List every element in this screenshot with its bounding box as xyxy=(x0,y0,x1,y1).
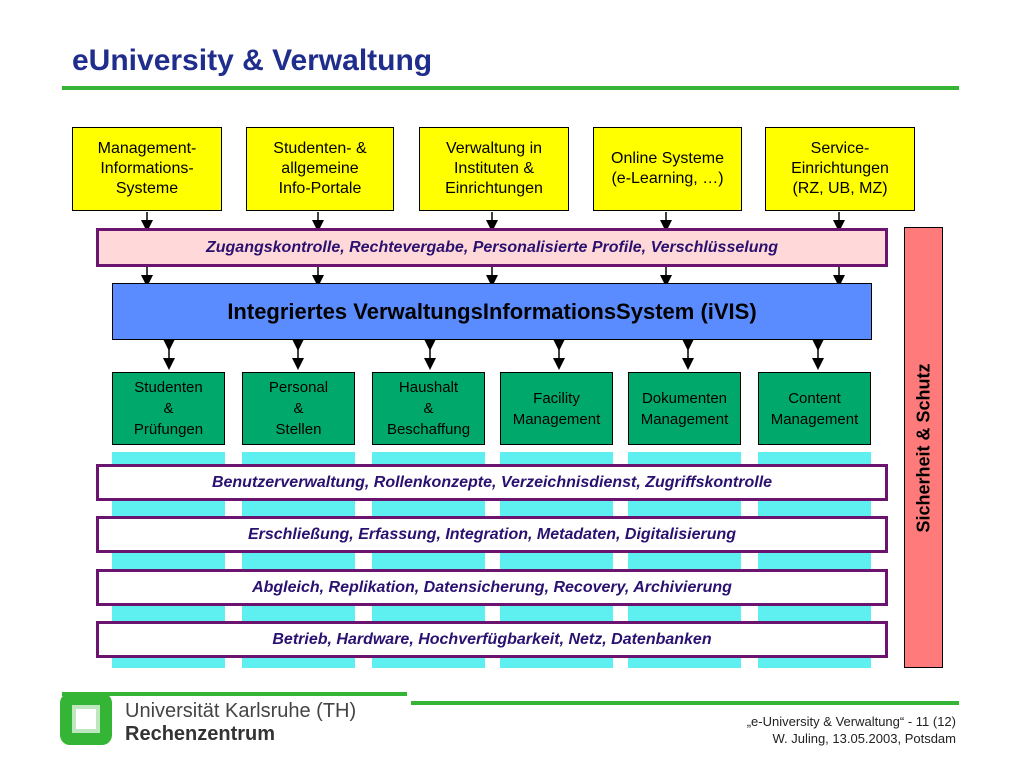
footer-divider-left xyxy=(62,692,407,696)
top-system-label: Verwaltung in Instituten & Einrichtungen xyxy=(445,140,543,197)
top-system-management-info: Management- Informations- Systeme xyxy=(72,127,222,211)
service-layer-operations: Betrieb, Hardware, Hochverfügbarkeit, Ne… xyxy=(96,621,888,658)
module-facility: Facility Management xyxy=(500,372,613,445)
top-system-online: Online Systeme (e-Learning, …) xyxy=(593,127,742,211)
module-label: Haushalt & Beschaffung xyxy=(386,379,471,438)
slide-info: „e-University & Verwaltung“ - 11 (12) xyxy=(746,714,956,729)
service-layer-label: Betrieb, Hardware, Hochverfügbarkeit, Ne… xyxy=(272,630,712,648)
service-layer-label: Erschließung, Erfassung, Integration, Me… xyxy=(247,525,737,543)
module-label: Dokumenten Management xyxy=(640,389,729,428)
department-name: Rechenzentrum xyxy=(125,723,276,745)
top-system-institute-admin: Verwaltung in Instituten & Einrichtungen xyxy=(419,127,569,211)
module-label: Content Management xyxy=(770,389,859,428)
top-system-label: Online Systeme (e-Learning, …) xyxy=(611,150,724,187)
top-system-label: Service- Einrichtungen (RZ, UB, MZ) xyxy=(791,140,889,197)
top-system-label: Studenten- & allgemeine Info-Portale xyxy=(273,140,367,197)
access-control-label: Zugangskontrolle, Rechtevergabe, Persona… xyxy=(205,238,779,256)
university-logo-inner xyxy=(72,705,100,733)
module-content: Content Management xyxy=(758,372,871,445)
slide-title: eUniversity & Verwaltung xyxy=(72,44,433,77)
access-control-layer: Zugangskontrolle, Rechtevergabe, Persona… xyxy=(96,228,888,267)
module-label: Facility Management xyxy=(512,389,601,428)
author-info: W. Juling, 13.05.2003, Potsdam xyxy=(772,731,956,746)
top-system-service: Service- Einrichtungen (RZ, UB, MZ) xyxy=(765,127,915,211)
ivis-label: Integriertes VerwaltungsInformationsSyst… xyxy=(227,298,757,324)
module-label: Personal & Stellen xyxy=(268,379,329,438)
module-personnel: Personal & Stellen xyxy=(242,372,355,445)
service-layer-label: Benutzerverwaltung, Rollenkonzepte, Verz… xyxy=(211,473,773,491)
service-layer-label: Abgleich, Replikation, Datensicherung, R… xyxy=(252,578,732,596)
service-layer-user-management: Benutzerverwaltung, Rollenkonzepte, Verz… xyxy=(96,464,888,501)
title-divider xyxy=(62,86,959,90)
top-system-student-portals: Studenten- & allgemeine Info-Portale xyxy=(246,127,394,211)
ivis-system: Integriertes VerwaltungsInformationsSyst… xyxy=(112,283,872,340)
footer-divider-right xyxy=(411,701,959,705)
security-box: Sicherheit & Schutz xyxy=(904,227,943,668)
security-label: Sicherheit & Schutz xyxy=(913,362,933,533)
service-layer-indexing: Erschließung, Erfassung, Integration, Me… xyxy=(96,516,888,553)
service-layer-replication: Abgleich, Replikation, Datensicherung, R… xyxy=(96,569,888,606)
module-budget: Haushalt & Beschaffung xyxy=(372,372,485,445)
module-documents: Dokumenten Management xyxy=(628,372,741,445)
module-students: Studenten & Prüfungen xyxy=(112,372,225,445)
module-label: Studenten & Prüfungen xyxy=(133,379,204,438)
university-name: Universität Karlsruhe (TH) xyxy=(125,700,357,722)
top-system-label: Management- Informations- Systeme xyxy=(97,140,197,197)
